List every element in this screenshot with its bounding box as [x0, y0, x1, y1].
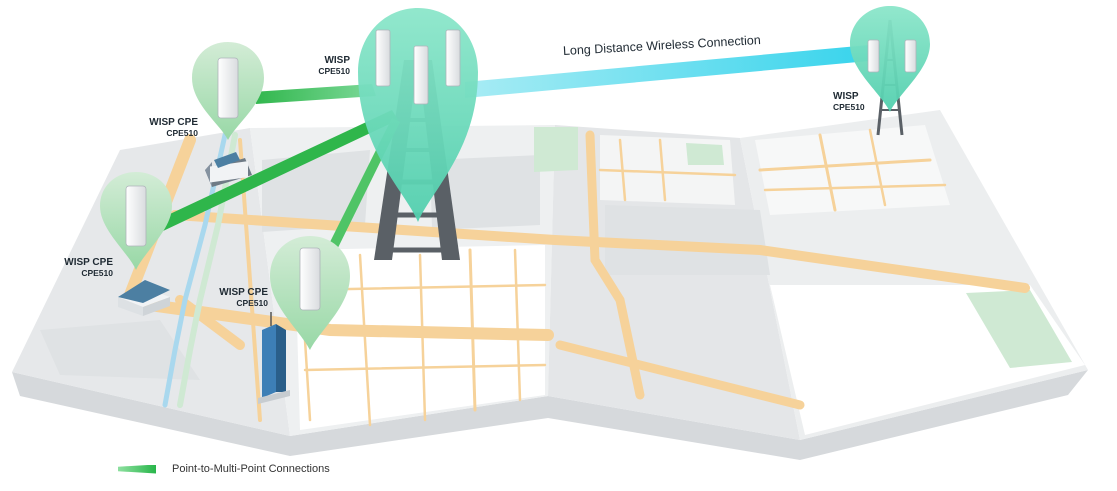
road: [585, 130, 645, 400]
road: [418, 253, 427, 422]
node-model: CPE510: [236, 297, 268, 308]
road: [513, 248, 522, 402]
node-role: WISP: [324, 55, 350, 66]
cpe-a-label: WISP CPE CPE510: [130, 117, 198, 138]
node-model: CPE510: [166, 127, 198, 138]
node-role: WISP CPE: [149, 117, 198, 128]
map-blocks: [40, 320, 200, 380]
parks: [534, 127, 1072, 368]
cpe-c-label: WISP CPE CPE510: [200, 287, 268, 308]
map-blocks: [430, 155, 540, 230]
road: [758, 158, 932, 172]
map-shadow: [12, 370, 1088, 460]
house-icon: [118, 280, 170, 316]
map-blocks: [755, 125, 950, 215]
road: [763, 183, 947, 192]
long-distance-link: [465, 44, 880, 98]
map-blocks: [605, 205, 770, 275]
road: [358, 253, 372, 427]
road: [658, 138, 667, 202]
road: [175, 295, 245, 350]
building-icon: [205, 152, 252, 187]
road: [818, 133, 837, 212]
legend: Point-to-Multi-Point Connections: [118, 462, 330, 476]
road: [555, 340, 805, 410]
ptmp-link-b: [140, 110, 398, 240]
antenna-icon: [125, 29, 917, 311]
road: [868, 128, 887, 207]
main-wisp-label: WISP CPE510: [298, 55, 350, 76]
park: [686, 143, 724, 165]
node-model: CPE510: [318, 65, 350, 76]
remote-wisp-label: WISP CPE510: [833, 91, 893, 112]
road: [598, 168, 737, 177]
skyscraper-icon: [258, 312, 290, 404]
node-model: CPE510: [833, 101, 865, 112]
node-model: CPE510: [81, 267, 113, 278]
remote-wisp-pin: [850, 6, 930, 112]
road: [170, 210, 1030, 293]
node-role: WISP CPE: [64, 257, 113, 268]
park: [534, 127, 578, 172]
legend-swatch: [118, 464, 156, 474]
node-role: WISP: [833, 91, 859, 102]
park: [966, 290, 1072, 368]
node-role: WISP CPE: [219, 287, 268, 298]
road: [144, 299, 554, 341]
cpe-b-label: WISP CPE CPE510: [45, 257, 113, 278]
road: [303, 363, 547, 372]
road: [468, 248, 477, 412]
ptmp-link-a: [252, 84, 376, 104]
legend-label: Point-to-Multi-Point Connections: [172, 463, 330, 475]
